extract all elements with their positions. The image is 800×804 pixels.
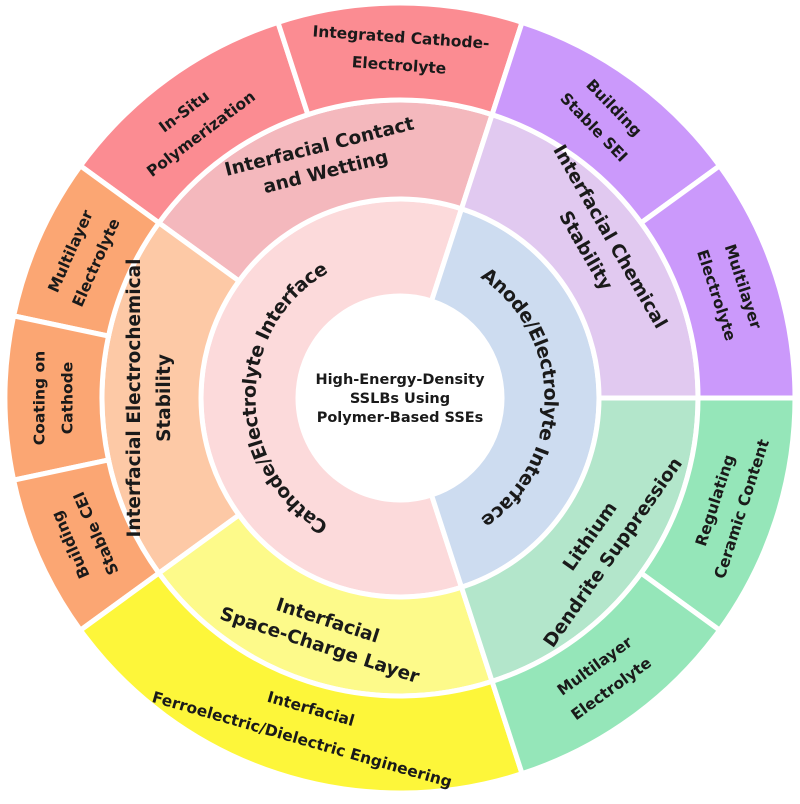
outer-label-coating-line-2: Cathode xyxy=(59,362,77,435)
center-title-line-3: Polymer-Based SSEs xyxy=(317,410,484,426)
middle-label-electrochemical: Interfacial Electrochemical Stability xyxy=(124,259,175,538)
middle-label-electrochemical-line-1: Interfacial Electrochemical xyxy=(124,259,145,538)
center-title-line-2: SSLBs Using xyxy=(350,391,450,407)
outer-segment-cei xyxy=(10,456,163,634)
outer-segment-multilayer-green xyxy=(488,569,724,777)
center-hub: High-Energy-Density SSLBs Using Polymer-… xyxy=(298,296,502,500)
outer-segment-coating xyxy=(2,312,112,484)
outer-segment-ferroelectric xyxy=(76,569,526,796)
outer-label-coating: Coating on Cathode xyxy=(31,351,77,445)
center-title-line-1: High-Energy-Density xyxy=(315,372,485,388)
outer-segment-multilayer-cathode xyxy=(10,162,163,340)
middle-label-electrochemical-line-2: Stability xyxy=(154,354,175,442)
outer-label-coating-line-1: Coating on xyxy=(31,351,49,445)
center-circle xyxy=(298,296,502,500)
